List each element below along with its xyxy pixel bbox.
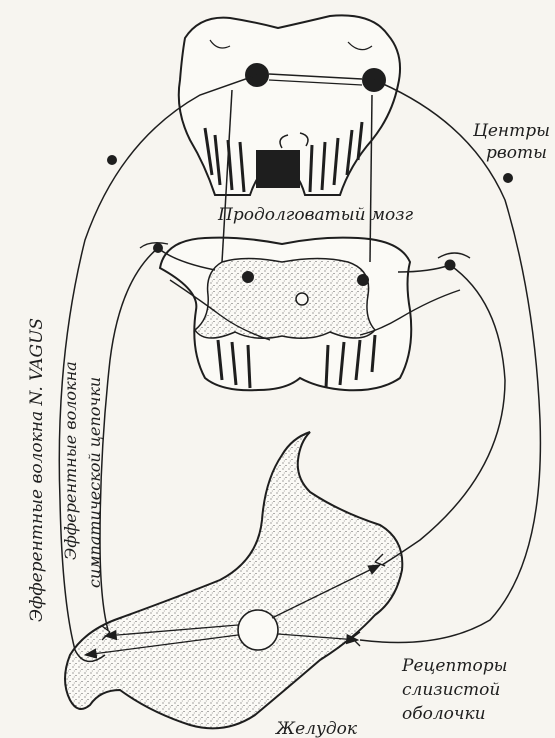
medulla-median-mass [256,150,300,188]
central-canal [296,293,308,305]
dorsal-neuron-right [357,274,369,286]
vagus-ganglion-left [107,155,117,165]
sympathetic-pathway-left [100,248,158,630]
label-vomiting-centers-1: Центры [472,121,550,141]
label-stomach: Желудок [275,719,358,738]
stomach-outline [65,432,402,728]
label-receptors-1: Рецепторы [401,656,507,676]
grey-matter [195,259,375,339]
label-medulla: Продолговатый мозг [217,205,414,225]
label-sympathetic-fibers-2: симпатической цепочки [85,377,104,588]
label-receptors-3: оболочки [402,704,486,724]
spinal-cord-section [140,238,470,391]
label-vagus-fibers: Эфферентные волокна N. VAGUS [27,318,47,622]
medulla-oblongata [179,15,400,195]
label-receptors-2: слизистой [402,680,500,700]
stomach-center-node [238,610,278,650]
vagus-ganglion-right [503,173,513,183]
stomach [65,432,402,728]
dorsal-neuron-left [242,271,254,283]
label-vomiting-centers-2: рвоты [486,143,547,163]
label-sympathetic-fibers-1: Эфферентные волокна [61,361,80,560]
